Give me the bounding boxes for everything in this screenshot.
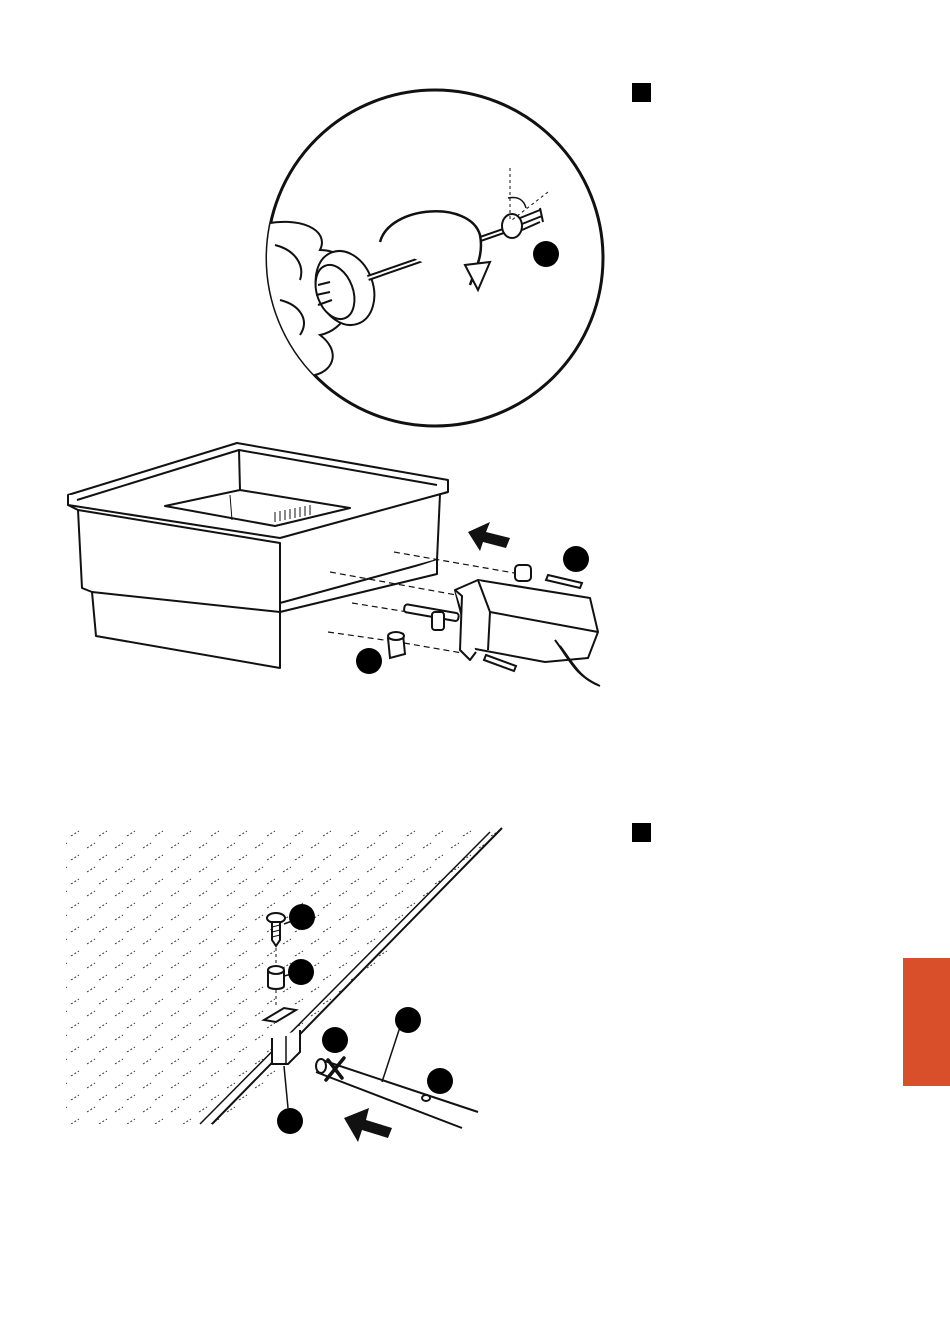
cross-mark-icon [326,1058,344,1080]
callout-5 [288,959,314,985]
callout-7 [322,1027,348,1053]
spacer-icon [268,966,284,989]
direction-arrow-icon [344,1108,392,1142]
callout-4 [289,904,315,930]
callout-8 [427,1068,453,1094]
callout-9 [277,1108,303,1134]
callout-6 [395,1007,421,1033]
